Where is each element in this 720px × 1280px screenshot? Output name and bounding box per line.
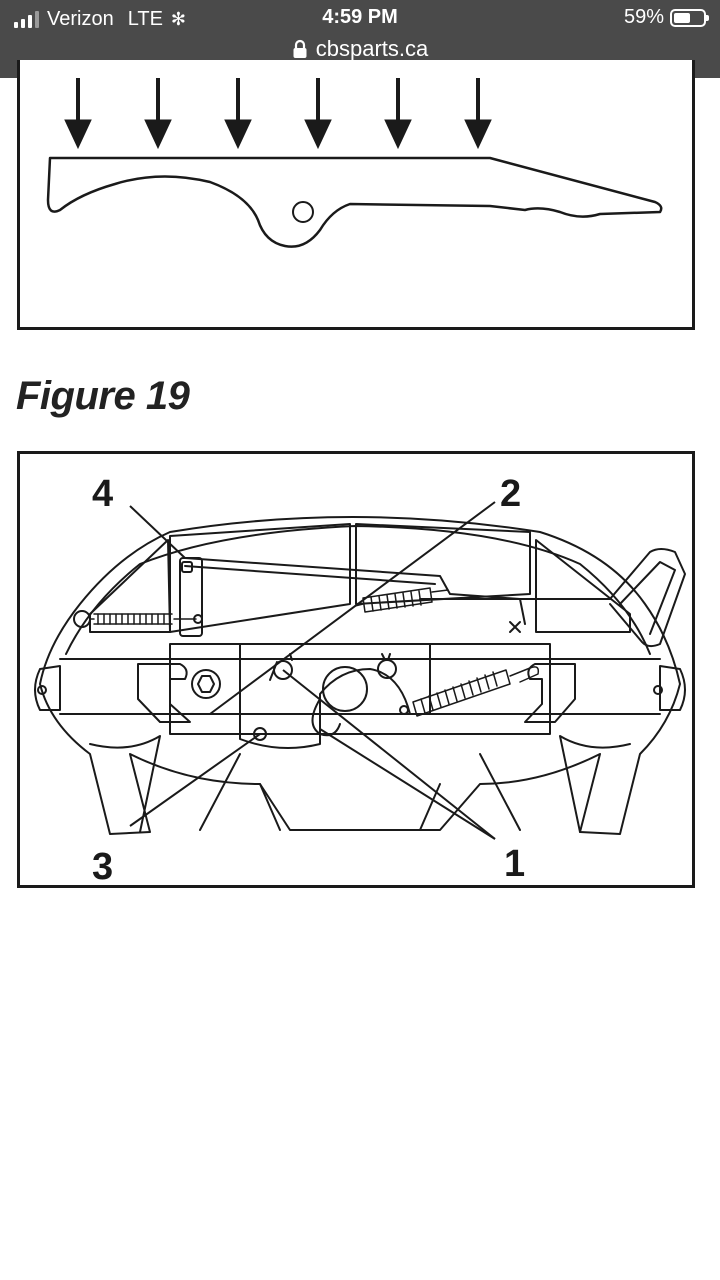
down-arrow-icon [384, 78, 412, 150]
signal-icon [14, 10, 39, 28]
lever-shape [46, 156, 663, 248]
battery-icon [670, 8, 709, 27]
lever-illustration [46, 78, 663, 248]
callout-labels: 4 2 3 1 [92, 473, 525, 885]
center-plate [169, 643, 551, 735]
status-left: Verizon LTE ✻ [14, 6, 186, 32]
upper-spring [354, 587, 449, 613]
battery-percent: 59% [623, 6, 664, 28]
url-bar[interactable]: cbsparts.ca [0, 36, 720, 62]
callout-4: 4 [92, 473, 113, 515]
down-arrow-icon [464, 78, 492, 150]
lower-pin [253, 727, 267, 741]
status-time: 4:59 PM [322, 6, 398, 28]
carrier-label: Verizon [47, 7, 114, 30]
right-mount-tab [659, 665, 686, 711]
figure-title: Figure 19 [16, 374, 190, 418]
down-arrow-icon [224, 78, 252, 150]
linkage-rod [184, 557, 526, 625]
callout-2: 2 [500, 473, 521, 515]
hitch-mechanism-illustration: 4 2 3 1 [34, 473, 686, 885]
center-bolt [191, 669, 221, 699]
hitch-coupler-hole [322, 666, 368, 712]
callout-1: 1 [504, 843, 525, 885]
hitch-outer-frame [39, 516, 681, 835]
left-spring [89, 613, 197, 625]
down-arrow-icon [64, 78, 92, 150]
figure-18-frame [17, 60, 695, 330]
down-arrow-icon [144, 78, 172, 150]
network-label: LTE [127, 7, 163, 30]
left-mount-tab [34, 665, 61, 711]
lever-pivot-hole [292, 201, 314, 223]
lock-icon [293, 39, 307, 58]
callout-3: 3 [92, 846, 113, 885]
down-arrow-icons [64, 78, 492, 150]
down-arrow-icon [304, 78, 332, 150]
right-slot [524, 663, 576, 723]
loading-spinner-icon: ✻ [170, 8, 187, 29]
left-slot [137, 663, 191, 723]
status-right: 59% [623, 6, 709, 29]
figure-19-frame: 4 2 3 1 [17, 451, 695, 888]
lower-spring [412, 666, 540, 717]
url-text[interactable]: cbsparts.ca [315, 36, 429, 61]
release-handle [419, 548, 686, 648]
